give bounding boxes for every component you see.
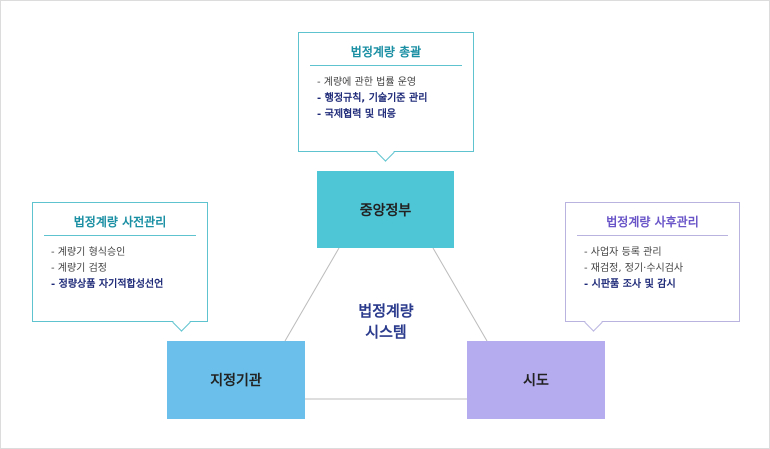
node-designated-agency-label: 지정기관: [210, 373, 262, 389]
list-item: - 계량기 형식승인: [51, 247, 126, 258]
list-item: - 계량기 검정: [51, 263, 107, 274]
system-label-line1: 법정계량: [358, 302, 414, 320]
callout-central-title: 법정계량 총괄: [310, 39, 462, 66]
callout-pre-list: - 계량기 형식승인 - 계량기 검정 - 정량상품 자기적합성선언: [33, 245, 207, 293]
node-province: 시도: [467, 341, 605, 419]
callout-central-list: - 계량에 관한 법률 운영 - 행정규칙, 기술기준 관리 - 국제협력 및 …: [299, 75, 473, 123]
system-label: 법정계량 시스템: [321, 301, 451, 343]
list-item: - 사업자 등록 관리: [584, 247, 662, 258]
callout-post-list: - 사업자 등록 관리 - 재검정, 정기·수시검사 - 시판품 조사 및 감시: [566, 245, 739, 293]
node-central-government-label: 중앙정부: [359, 202, 412, 219]
list-item: - 계량에 관한 법률 운영: [317, 77, 417, 88]
callout-post-title: 법정계량 사후관리: [577, 209, 728, 236]
system-label-line2: 시스템: [365, 323, 407, 341]
list-item: - 재검정, 정기·수시검사: [584, 263, 684, 274]
callout-central-oversight: 법정계량 총괄 - 계량에 관한 법률 운영 - 행정규칙, 기술기준 관리 -…: [298, 32, 474, 152]
node-province-label: 시도: [523, 373, 549, 389]
callout-post-management: 법정계량 사후관리 - 사업자 등록 관리 - 재검정, 정기·수시검사 - 시…: [565, 202, 740, 322]
connector-top-left: [284, 247, 340, 342]
list-item: - 행정규칙, 기술기준 관리: [317, 93, 428, 104]
list-item: - 시판품 조사 및 감시: [584, 279, 676, 290]
list-item: - 정량상품 자기적합성선언: [51, 279, 164, 290]
connector-top-right: [432, 247, 488, 342]
callout-pre-management: 법정계량 사전관리 - 계량기 형식승인 - 계량기 검정 - 정량상품 자기적…: [32, 202, 208, 322]
list-item: - 국제협력 및 대응: [317, 109, 396, 120]
callout-pre-title: 법정계량 사전관리: [44, 209, 196, 236]
node-designated-agency: 지정기관: [167, 341, 305, 419]
node-central-government: 중앙정부: [317, 171, 454, 248]
